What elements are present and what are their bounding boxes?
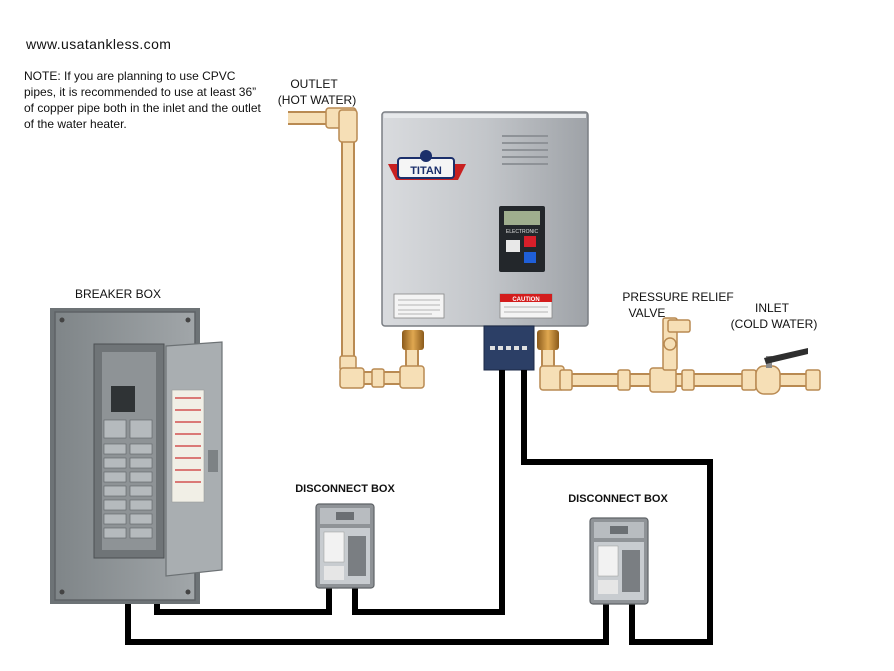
inlet-label-sub: (COLD WATER)	[731, 317, 818, 331]
website-url: www.usatankless.com	[26, 36, 172, 52]
model-label-plate	[393, 293, 445, 319]
installation-note: NOTE: If you are planning to use CPVC pi…	[24, 69, 261, 131]
inlet-label: INLET	[755, 301, 790, 315]
door-latch	[208, 450, 218, 472]
pressure-relief-label: PRESSURE RELIEF	[622, 290, 733, 304]
breaker-switches	[103, 419, 153, 539]
inlet-brass-fitting	[537, 330, 559, 350]
outlet-label: OUTLET	[290, 77, 338, 91]
disconnect-box-2	[589, 517, 649, 605]
disconnect-box-2-label: DISCONNECT BOX	[568, 493, 668, 505]
titan-logo	[388, 150, 466, 180]
outlet-brass-fitting	[402, 330, 424, 350]
pressure-relief-label-sub: VALVE	[629, 306, 666, 320]
outlet-pipe-fittings	[325, 107, 425, 389]
temp-down-button	[524, 252, 536, 263]
lcd-display	[504, 211, 540, 225]
control-indicator	[506, 240, 520, 252]
inlet-shutoff-valve	[755, 348, 808, 395]
tankless-water-heater	[381, 111, 589, 371]
outlet-label-sub: (HOT WATER)	[278, 93, 356, 107]
disconnect-box-1-label: DISCONNECT BOX	[295, 483, 395, 495]
pressure-relief-valve	[662, 317, 691, 371]
inlet-pipe-fittings	[539, 365, 821, 393]
heater-brand-text: TITAN	[410, 165, 442, 177]
control-panel-text: ELECTRONIC	[506, 229, 539, 235]
disconnect-box-1	[315, 503, 375, 589]
breaker-box	[50, 308, 223, 604]
main-breaker	[111, 386, 135, 412]
temp-up-button	[524, 236, 536, 247]
caution-text: CAUTION	[512, 297, 539, 303]
breaker-box-label: BREAKER BOX	[75, 287, 161, 301]
